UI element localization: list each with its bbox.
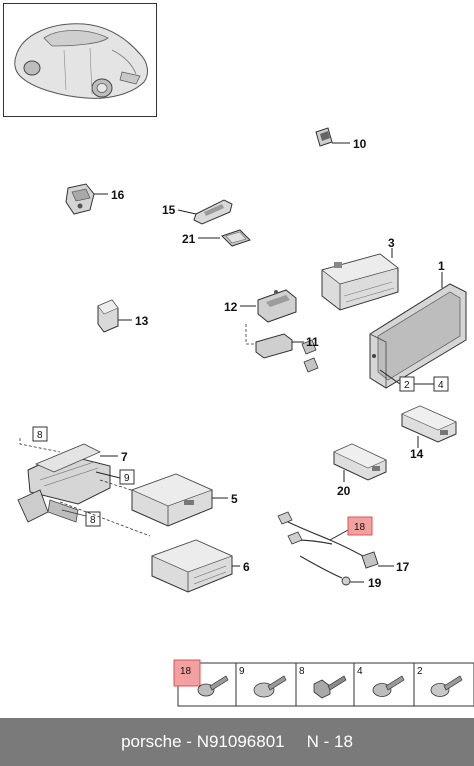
callout-8a: 8	[37, 430, 43, 441]
dashed-guide	[245, 324, 256, 345]
callout-4: 4	[438, 380, 444, 391]
callout-18: 18	[354, 522, 366, 533]
callout-20: 20	[337, 484, 351, 498]
callout-12: 12	[224, 300, 238, 314]
vehicle-thumbnail-frame	[3, 3, 157, 117]
callout-box-4	[433, 376, 449, 392]
screw-icon	[197, 675, 229, 697]
screw-cell-label: 9	[239, 666, 245, 677]
part-1-display[interactable]	[369, 283, 467, 389]
leader-line	[177, 209, 197, 215]
car-illustration	[14, 23, 148, 99]
part-16-bracket[interactable]	[65, 183, 95, 215]
exploded-parts-diagram: 10 16 15 21 3 1 2 4	[17, 127, 474, 707]
callout-box-18-highlight	[347, 516, 373, 536]
callout-16: 16	[111, 188, 125, 202]
leader-line	[61, 509, 87, 517]
part-number: N91096801	[196, 732, 285, 751]
callout-2: 2	[404, 380, 410, 391]
part-10-connector[interactable]	[315, 127, 333, 147]
screw-18-highlight	[173, 659, 201, 687]
screw-icon	[253, 675, 287, 698]
callout-15: 15	[162, 203, 176, 217]
part-20-box[interactable]	[333, 443, 387, 481]
part-17-connector[interactable]	[361, 551, 379, 569]
page-label: N - 18	[306, 732, 353, 751]
screw-cell-label: 2	[417, 666, 423, 677]
screw-icon	[372, 675, 405, 697]
leader-line	[95, 471, 121, 479]
callout-box-9	[119, 469, 135, 485]
part-3-head-unit[interactable]	[321, 253, 399, 311]
callout-5: 5	[231, 492, 238, 506]
footer-bar: porsche - N91096801 N - 18	[0, 718, 474, 766]
callout-3: 3	[388, 236, 395, 250]
part-12-bracket[interactable]	[257, 289, 297, 323]
bolt-icon	[313, 675, 347, 699]
screw-cell-label: 8	[299, 666, 305, 677]
leader-line	[329, 529, 349, 541]
callout-6: 6	[243, 560, 250, 574]
callout-box-8b	[85, 511, 101, 527]
part-19-antenna-lead[interactable]	[299, 555, 351, 586]
part-6-unit[interactable]	[151, 539, 233, 593]
dashed-guide	[59, 479, 151, 537]
dashed-guide	[19, 438, 61, 453]
callout-17: 17	[396, 560, 410, 574]
screw-cell-label: 4	[357, 666, 363, 677]
part-7-bracket-assembly[interactable]	[17, 443, 111, 523]
callout-8b: 8	[90, 515, 96, 526]
callout-11: 11	[306, 335, 319, 349]
screw-cell-label: 18	[180, 666, 192, 677]
part-14-box[interactable]	[401, 405, 457, 443]
screw-icon	[430, 675, 463, 697]
screw-table: 18 9 8 4 2	[173, 659, 474, 707]
footer-separator: -	[181, 732, 197, 751]
brand-name: porsche	[121, 732, 182, 751]
callout-13: 13	[135, 314, 149, 328]
callout-box-8a	[32, 426, 48, 442]
callout-21: 21	[182, 232, 196, 246]
part-15-module[interactable]	[193, 199, 233, 225]
callout-10: 10	[353, 137, 367, 151]
callout-7: 7	[121, 450, 128, 464]
leader-line	[379, 369, 401, 385]
part-5-unit[interactable]	[131, 473, 213, 527]
callout-19: 19	[368, 576, 382, 590]
part-21-pad[interactable]	[221, 229, 251, 247]
part-11-connector[interactable]	[255, 333, 319, 373]
callout-1: 1	[438, 259, 445, 273]
part-13-module[interactable]	[97, 299, 119, 333]
callout-14: 14	[410, 447, 424, 461]
callout-9: 9	[124, 473, 130, 484]
